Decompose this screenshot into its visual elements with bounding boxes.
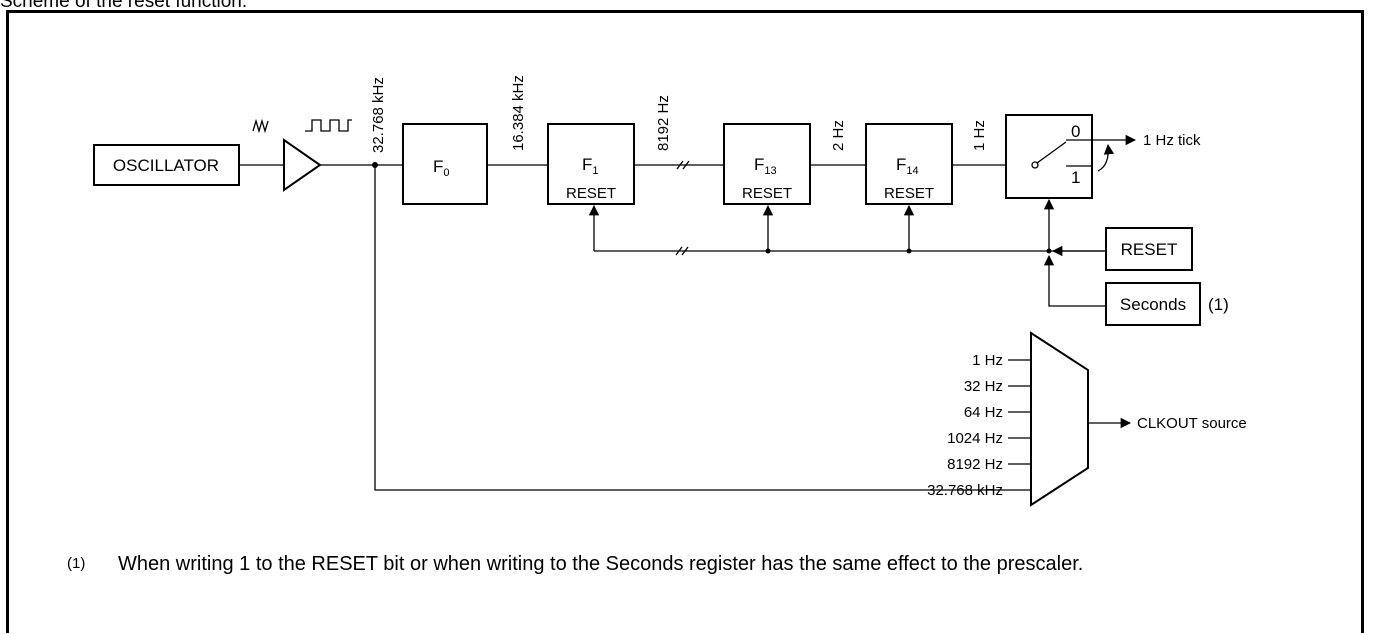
mux-input-label: 32 Hz [964, 378, 1003, 395]
svg-text:RESET: RESET [566, 185, 616, 202]
reset-input-block: RESET [1105, 227, 1193, 271]
mux-input-label: 8192 Hz [947, 456, 1003, 473]
mux-input-label: 64 Hz [964, 404, 1003, 421]
sine-wave-icon [252, 118, 269, 134]
break-mark [675, 246, 689, 256]
svg-text:OSCILLATOR: OSCILLATOR [113, 156, 219, 175]
svg-text:Seconds: Seconds [1120, 295, 1186, 314]
oscillator-block: OSCILLATOR [93, 144, 240, 186]
svg-text:F13: F13 [754, 155, 777, 177]
freq-label-f14: 1 Hz [971, 120, 988, 151]
mux-input-label: 1 Hz [972, 352, 1003, 369]
mux-input-label: 32.768 kHz [927, 482, 1003, 499]
output-switch: 0 1 [1005, 114, 1093, 199]
divider-f14: F14 RESET [865, 123, 953, 205]
svg-text:0: 0 [1071, 122, 1080, 141]
square-wave-icon [305, 119, 352, 132]
freq-label-osc: 32.768 kHz [370, 77, 387, 153]
freq-label-f0: 16.384 kHz [510, 75, 527, 151]
svg-text:F14: F14 [896, 155, 919, 177]
svg-text:F1: F1 [582, 155, 599, 177]
figure-caption: Scheme of the reset function. [0, 0, 248, 12]
svg-text:1: 1 [1071, 168, 1080, 187]
mux-input-label: 1024 Hz [947, 430, 1003, 447]
divider-f1: F1 RESET [547, 123, 635, 205]
switch-direction-arrow [1097, 143, 1115, 172]
svg-text:RESET: RESET [742, 185, 792, 202]
figure-frame [6, 10, 1364, 633]
seconds-input-block: Seconds [1105, 282, 1201, 326]
divider-f13: F13 RESET [723, 123, 811, 205]
footnote-text: When writing 1 to the RESET bit or when … [118, 553, 1084, 575]
tick-output-label: 1 Hz tick [1143, 132, 1201, 149]
svg-text:RESET: RESET [1121, 240, 1178, 259]
svg-text:RESET: RESET [884, 185, 934, 202]
divider-f0: F0 [402, 123, 488, 205]
mux-input-labels: 1 Hz 32 Hz 64 Hz 1024 Hz 8192 Hz 32.768 kHz [927, 352, 1031, 499]
freq-label-f13: 2 Hz [830, 120, 847, 151]
clkout-output-label: CLKOUT source [1137, 415, 1247, 432]
freq-label-f1: 8192 Hz [655, 95, 672, 151]
clkout-multiplexer [1030, 331, 1089, 507]
buffer-amplifier [283, 138, 322, 192]
footnote-marker: (1) [67, 555, 86, 572]
seconds-note-ref: (1) [1208, 295, 1229, 314]
break-mark [676, 160, 690, 170]
svg-text:F0: F0 [433, 157, 450, 179]
